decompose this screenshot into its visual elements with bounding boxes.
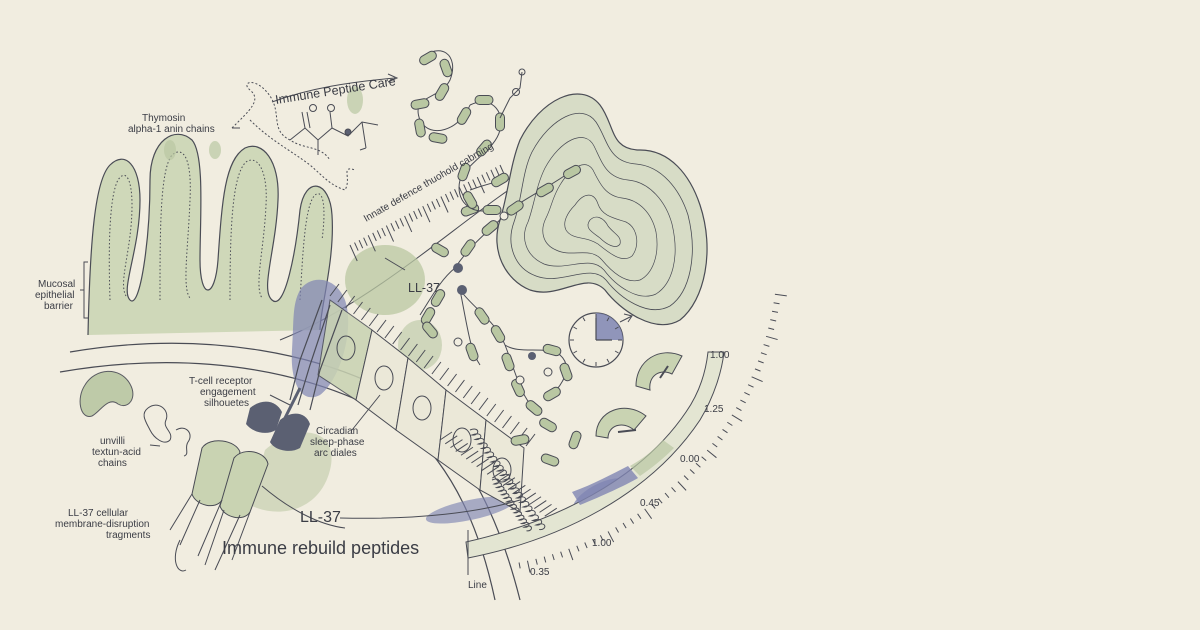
- immune-peptide-care-label: Immune Peptide Care: [274, 74, 396, 107]
- svg-text:sleep-phase: sleep-phase: [310, 437, 365, 448]
- svg-text:alpha-1 anin chains: alpha-1 anin chains: [128, 124, 215, 135]
- svg-text:LL-37 cellular: LL-37 cellular: [68, 508, 129, 519]
- svg-text:membrane-disruption: membrane-disruption: [55, 519, 150, 530]
- fragment-cylinders: [169, 440, 346, 571]
- tcell-label: T-cell receptor engagement silhouetes: [189, 376, 256, 409]
- ll37-lower-label: LL-37: [300, 509, 341, 526]
- svg-text:T-cell receptor: T-cell receptor: [189, 376, 253, 387]
- svg-text:epithelial: epithelial: [35, 290, 74, 301]
- mucosal-bracket: [80, 261, 88, 319]
- svg-text:Mucosal: Mucosal: [38, 279, 75, 290]
- leader-lines: [149, 127, 521, 519]
- arc-scale: [465, 293, 787, 573]
- membrane-coils: [469, 428, 546, 532]
- ll37-upper-label: LL-37: [408, 281, 440, 295]
- folded-protein-mass: [496, 93, 708, 326]
- peptide-node: [528, 352, 536, 360]
- gauge-icon: [635, 352, 683, 391]
- line-label: Line: [468, 580, 487, 591]
- unvilli-blobs: [79, 370, 191, 572]
- svg-text:engagement: engagement: [200, 387, 256, 398]
- top-peptide-chain: [410, 50, 526, 215]
- microvilli-border: [329, 283, 563, 521]
- clock-icon: [568, 312, 633, 368]
- gauge-icon: [595, 407, 647, 439]
- thymosin-label: Thymosin alpha-1 anin chains: [128, 113, 215, 135]
- scale-tick-label: 1.25: [704, 404, 724, 415]
- svg-text:unvilli: unvilli: [100, 436, 125, 447]
- arc-scale-labels: 1.00 1.25 0.00 0.45 1.00 0.35 Line: [467, 350, 730, 591]
- svg-text:textun-acid: textun-acid: [92, 447, 141, 458]
- svg-text:Circadian: Circadian: [316, 426, 358, 437]
- svg-text:silhouetes: silhouetes: [204, 398, 249, 409]
- peptide-node: [457, 285, 467, 295]
- circadian-label: Circadian sleep-phase arc diales: [310, 426, 365, 459]
- mucosal-villi: [87, 133, 333, 336]
- svg-text:Thymosin: Thymosin: [142, 113, 185, 124]
- ll37-fragments-label: LL-37 cellular membrane-disruption tragm…: [55, 508, 150, 541]
- scale-tick-label: 0.45: [640, 498, 660, 509]
- care-arrow: [271, 77, 396, 103]
- mucosal-label: Mucosal epithelial barrier: [35, 279, 75, 312]
- scale-tick-label: 1.00: [592, 538, 612, 549]
- scale-tick-label: 0.00: [680, 454, 700, 465]
- scale-tick-label: 0.35: [530, 567, 550, 578]
- unvilli-label: unvilli textun-acid chains: [92, 436, 141, 469]
- scale-tick-label: 1.00: [710, 350, 730, 361]
- svg-text:arc diales: arc diales: [314, 448, 357, 459]
- tcell-receptors: [246, 299, 343, 451]
- immune-rebuild-title: Immune rebuild peptides: [222, 538, 419, 558]
- svg-text:barrier: barrier: [44, 301, 74, 312]
- svg-text:tragments: tragments: [106, 530, 150, 541]
- peptide-node: [453, 263, 463, 273]
- svg-text:chains: chains: [98, 458, 127, 469]
- thymosin-chain: [231, 82, 379, 191]
